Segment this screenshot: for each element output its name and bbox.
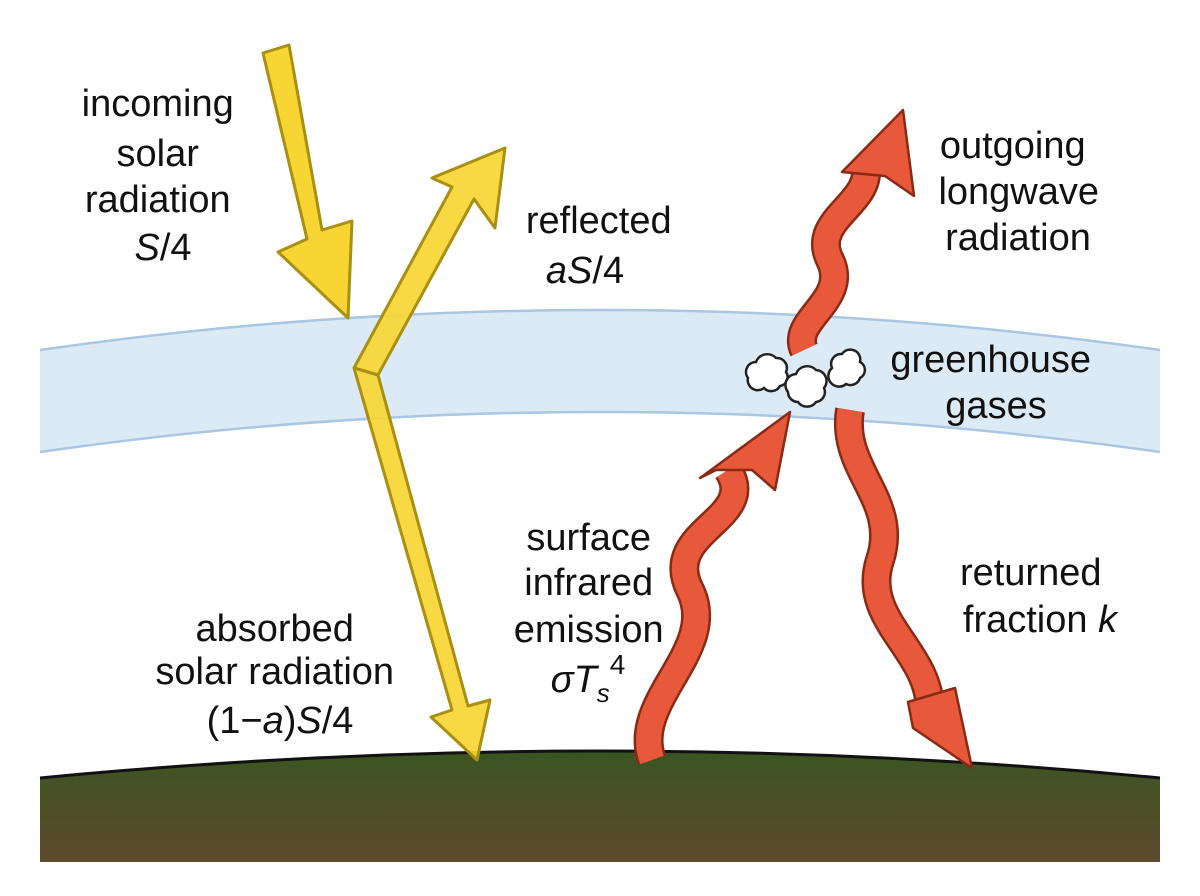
label-absorbed-solar-radiation: absorbed solar radiation (1−a)S/4 [155, 608, 404, 742]
label-reflected: reflected aS/4 [526, 200, 682, 292]
gas-cloud-icon-center [784, 364, 828, 408]
ground-surface-line [39, 749, 1161, 780]
greenhouse-gas-cloud-icons [744, 348, 867, 408]
gas-cloud-icon-left [744, 352, 789, 393]
outgoing-ir-arrow-head [840, 108, 916, 198]
label-surface-infrared-emission: surface infrared emission σTs4 [514, 517, 675, 708]
reflected-solar-arrow [352, 146, 507, 377]
outgoing-ir-arrow-shaft [789, 166, 879, 356]
surface-ir-arrow-head [698, 410, 792, 492]
returned-ir-arrow-shaft [836, 407, 943, 711]
ground [40, 751, 1160, 862]
label-returned-fraction: returned fraction k [960, 552, 1119, 641]
incoming-solar-arrow [261, 43, 354, 320]
absorbed-solar-arrow [352, 366, 492, 762]
surface-ir-arrow-shaft [636, 463, 747, 765]
gas-cloud-icon-right [827, 348, 867, 388]
atmosphere-band [40, 310, 1160, 452]
label-greenhouse-gases: greenhouse gases [890, 339, 1101, 427]
atmosphere-top-edge [39, 308, 1161, 352]
returned-ir-arrow-head [906, 686, 974, 770]
label-outgoing-longwave-radiation: outgoing longwave radiation [938, 125, 1109, 259]
label-incoming-solar-radiation: incoming solar radiation S/4 [82, 83, 245, 269]
atmosphere-bottom-edge [39, 410, 1161, 454]
